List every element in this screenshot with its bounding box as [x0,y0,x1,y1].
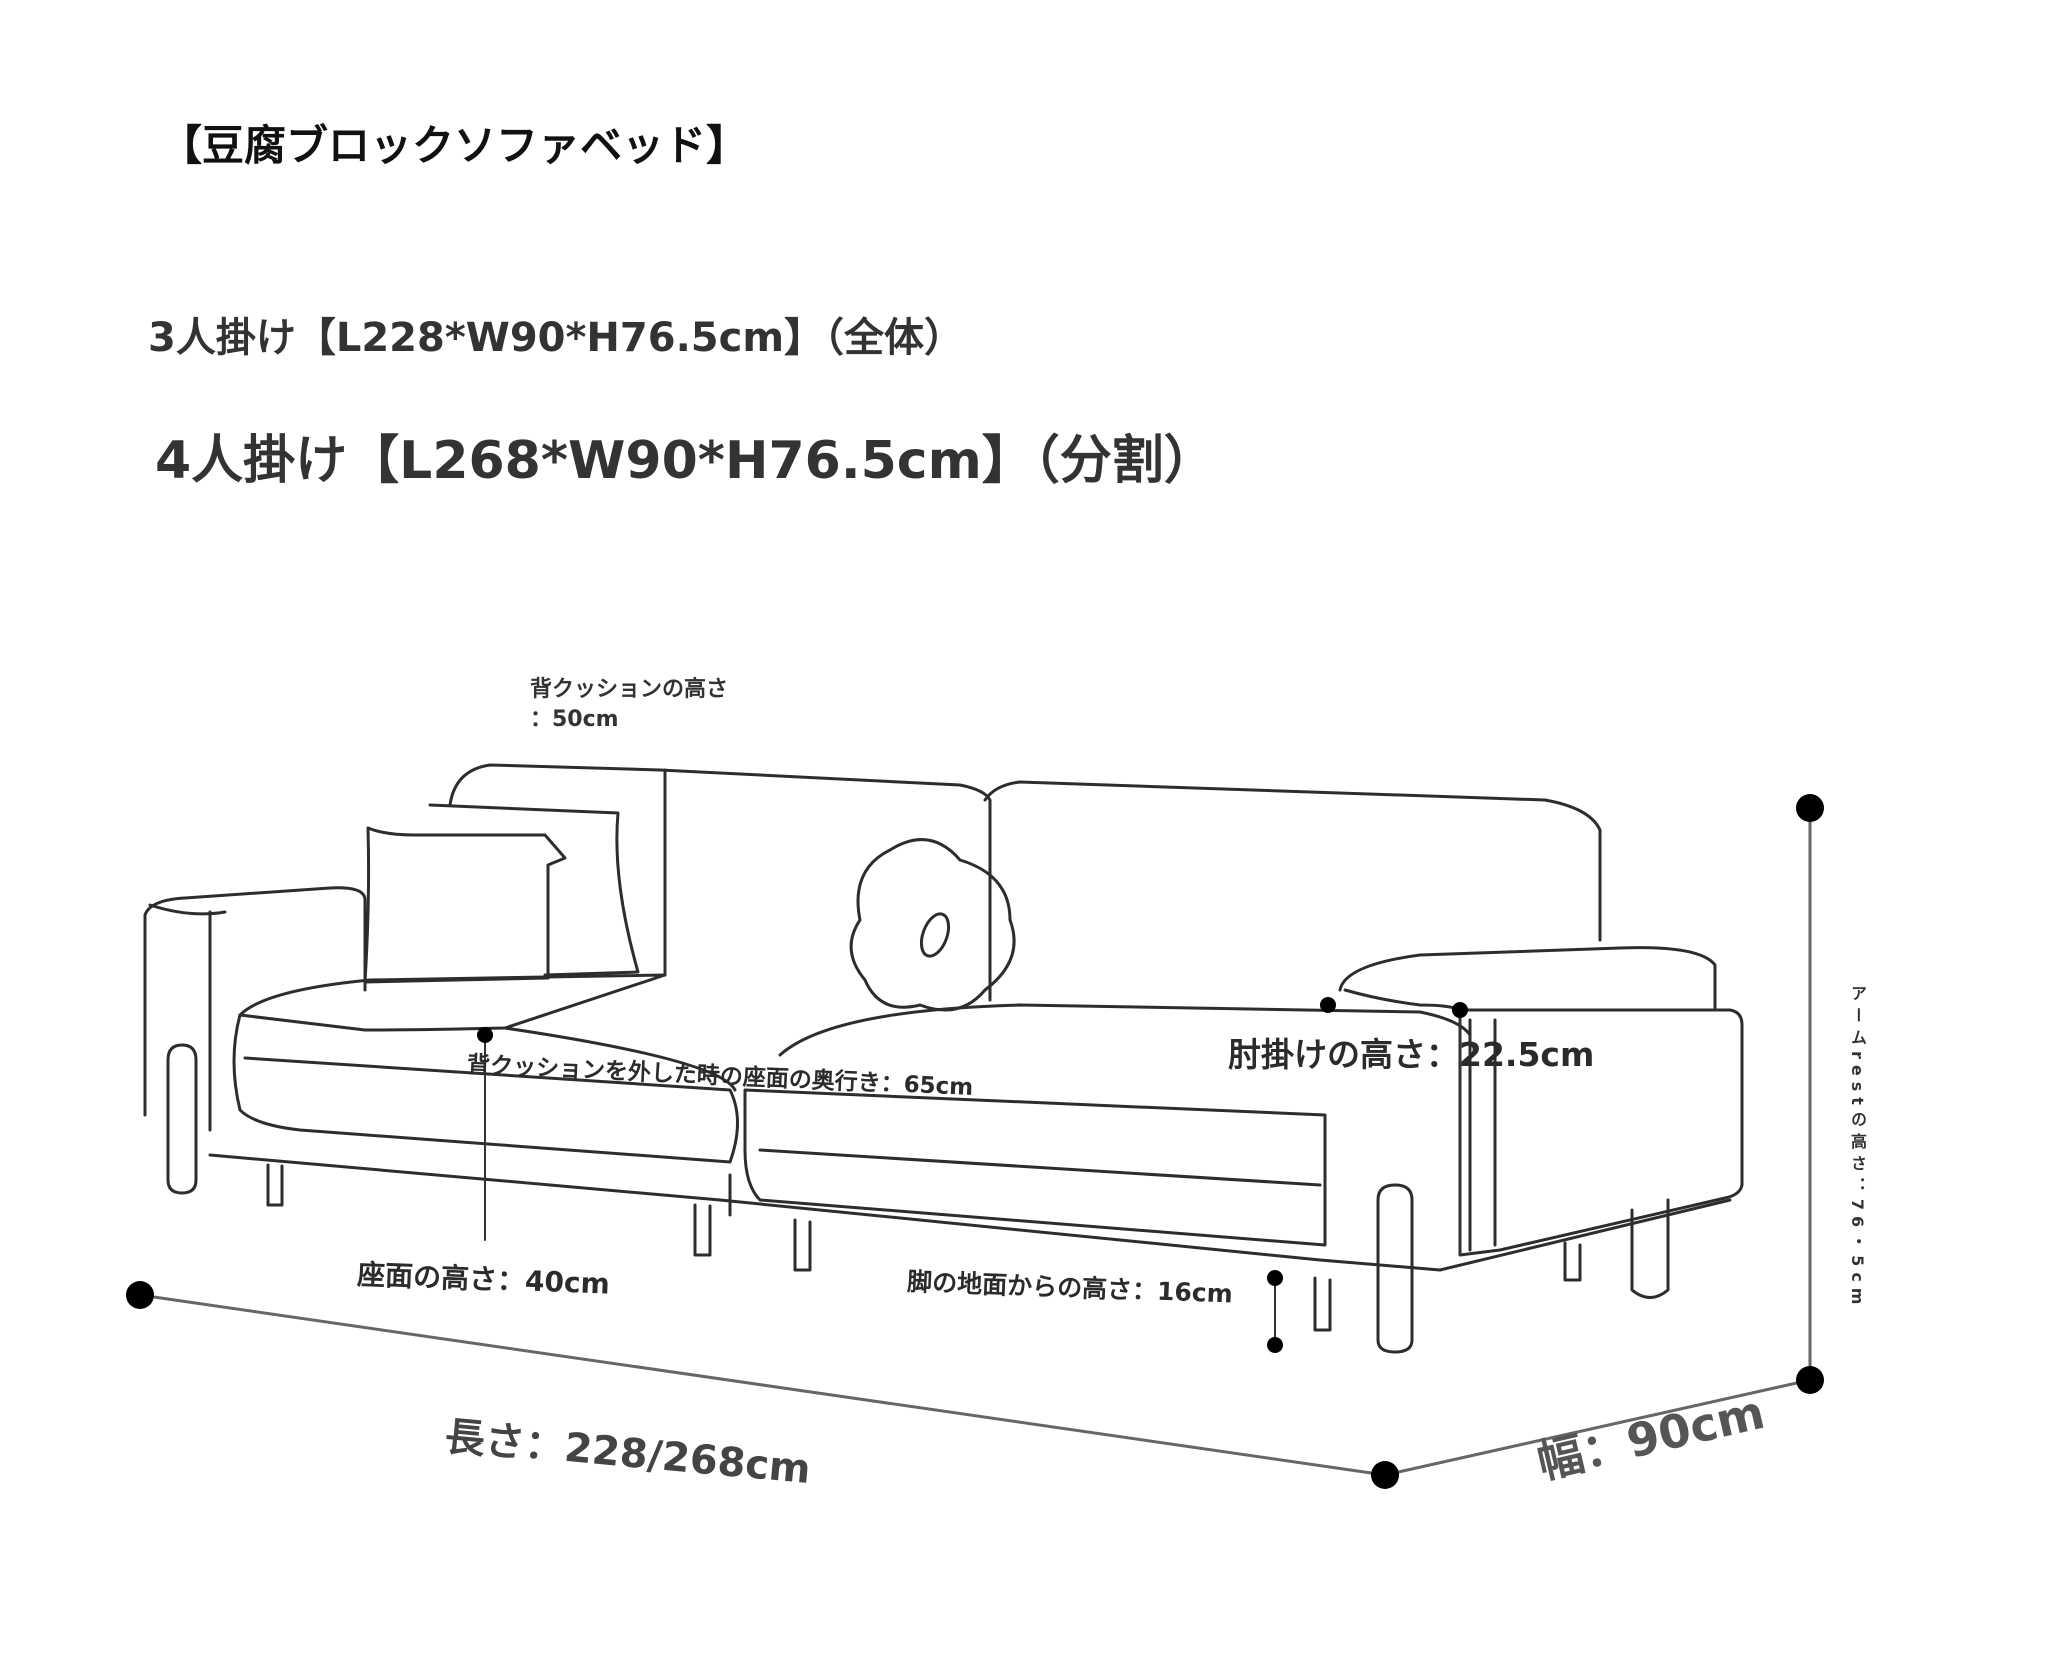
pillow-rear [428,803,640,977]
pillow-flower-hole [919,912,951,958]
leg-5 [1563,1241,1582,1282]
dot-height-top [1796,794,1824,822]
product-title: 【豆腐ブロックソファベッド】 [160,121,749,170]
sofa-back-right [983,780,1602,942]
leg-4 [1313,1276,1332,1332]
dot-arm-left [1320,997,1336,1013]
dot-height-bottom [1796,1366,1824,1394]
leg-1 [266,1163,284,1207]
sofa-right-front-leg [1376,1183,1414,1354]
leg-2 [693,1203,712,1257]
sofa-left-arm [143,886,367,1117]
back-cushion-height-line2: ：50cm [530,707,619,732]
width-line [1384,1378,1811,1477]
sofa-right-back-leg [1630,1198,1670,1299]
sofa-left-arm-top [148,903,227,916]
seat-right-line [758,1148,1322,1187]
sofa-left-front-leg [166,1043,198,1195]
sofa-right-arm-top [1338,946,1717,1012]
dot-length-start [126,1281,154,1309]
seat-right [778,1003,1472,1057]
spec-four-seater: 4人掛け【L268*W90*H76.5cm】（分割） [155,431,1216,491]
pillow-front [363,826,567,984]
leg-3 [793,1218,812,1272]
sofa-back-left [448,763,992,1002]
seat-left-front [232,1013,739,1164]
total-height-label: アームrestの高さ：76・5cm [1848,985,1867,1311]
dot-arm-right [1452,1002,1468,1018]
sofa-right-arm-body [1458,1008,1744,1257]
seat-left-side [503,1026,737,1092]
spec-three-seater: 3人掛け【L228*W90*H76.5cm】（全体） [148,315,964,361]
dot-leg-top [1267,1270,1283,1286]
sofa-illustration [143,763,1744,1354]
sofa-right-arm-top-inner [1343,988,1462,1012]
back-cushion-height-label: 背クッションの高さ ：50cm [530,675,728,735]
seat-left [238,973,667,1032]
dot-seat-top [477,1027,493,1043]
sofa-base [208,1153,1732,1272]
back-cushion-height-line1: 背クッションの高さ [530,677,729,702]
dot-leg-bottom [1267,1337,1283,1353]
length-line [139,1293,1386,1477]
dot-length-end [1371,1461,1399,1489]
armrest-height-label: 肘掛けの高さ：22.5cm [1228,1035,1595,1074]
seat-right-front [743,1088,1327,1247]
dimension-guides [126,794,1824,1489]
